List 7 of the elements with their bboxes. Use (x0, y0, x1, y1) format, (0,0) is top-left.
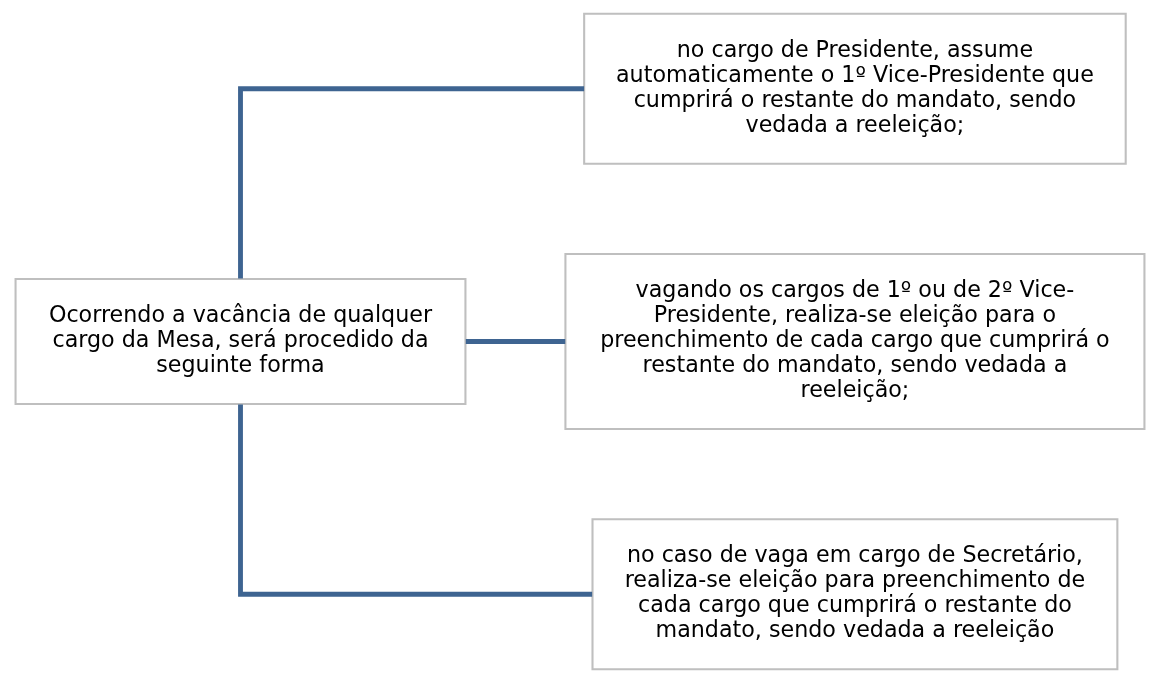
node-box: no caso de vaga em cargo de Secretário, realiza-se eleição para preenchimento de cada cargo que cumprirá o restante do mandato, sendo vedada a reeleição (591, 518, 1119, 671)
connector (465, 339, 566, 344)
node-box: no cargo de Presidente, assume automaticamente o 1º Vice-Presidente que cumprirá o restante do mandato, sendo vedada a reeleição; (583, 12, 1127, 165)
node-box: vagando os cargos de 1º ou de 2º Vice-Presidente, realiza-se eleição para o preenchimento de cada cargo que cumprirá o restante do mandato, sendo vedada a reeleição; (564, 253, 1146, 431)
connector (238, 86, 585, 279)
connector (238, 404, 593, 597)
node-box: Ocorrendo a vacância de qualquer cargo da Mesa, será procedido da seguinte forma (14, 277, 467, 406)
